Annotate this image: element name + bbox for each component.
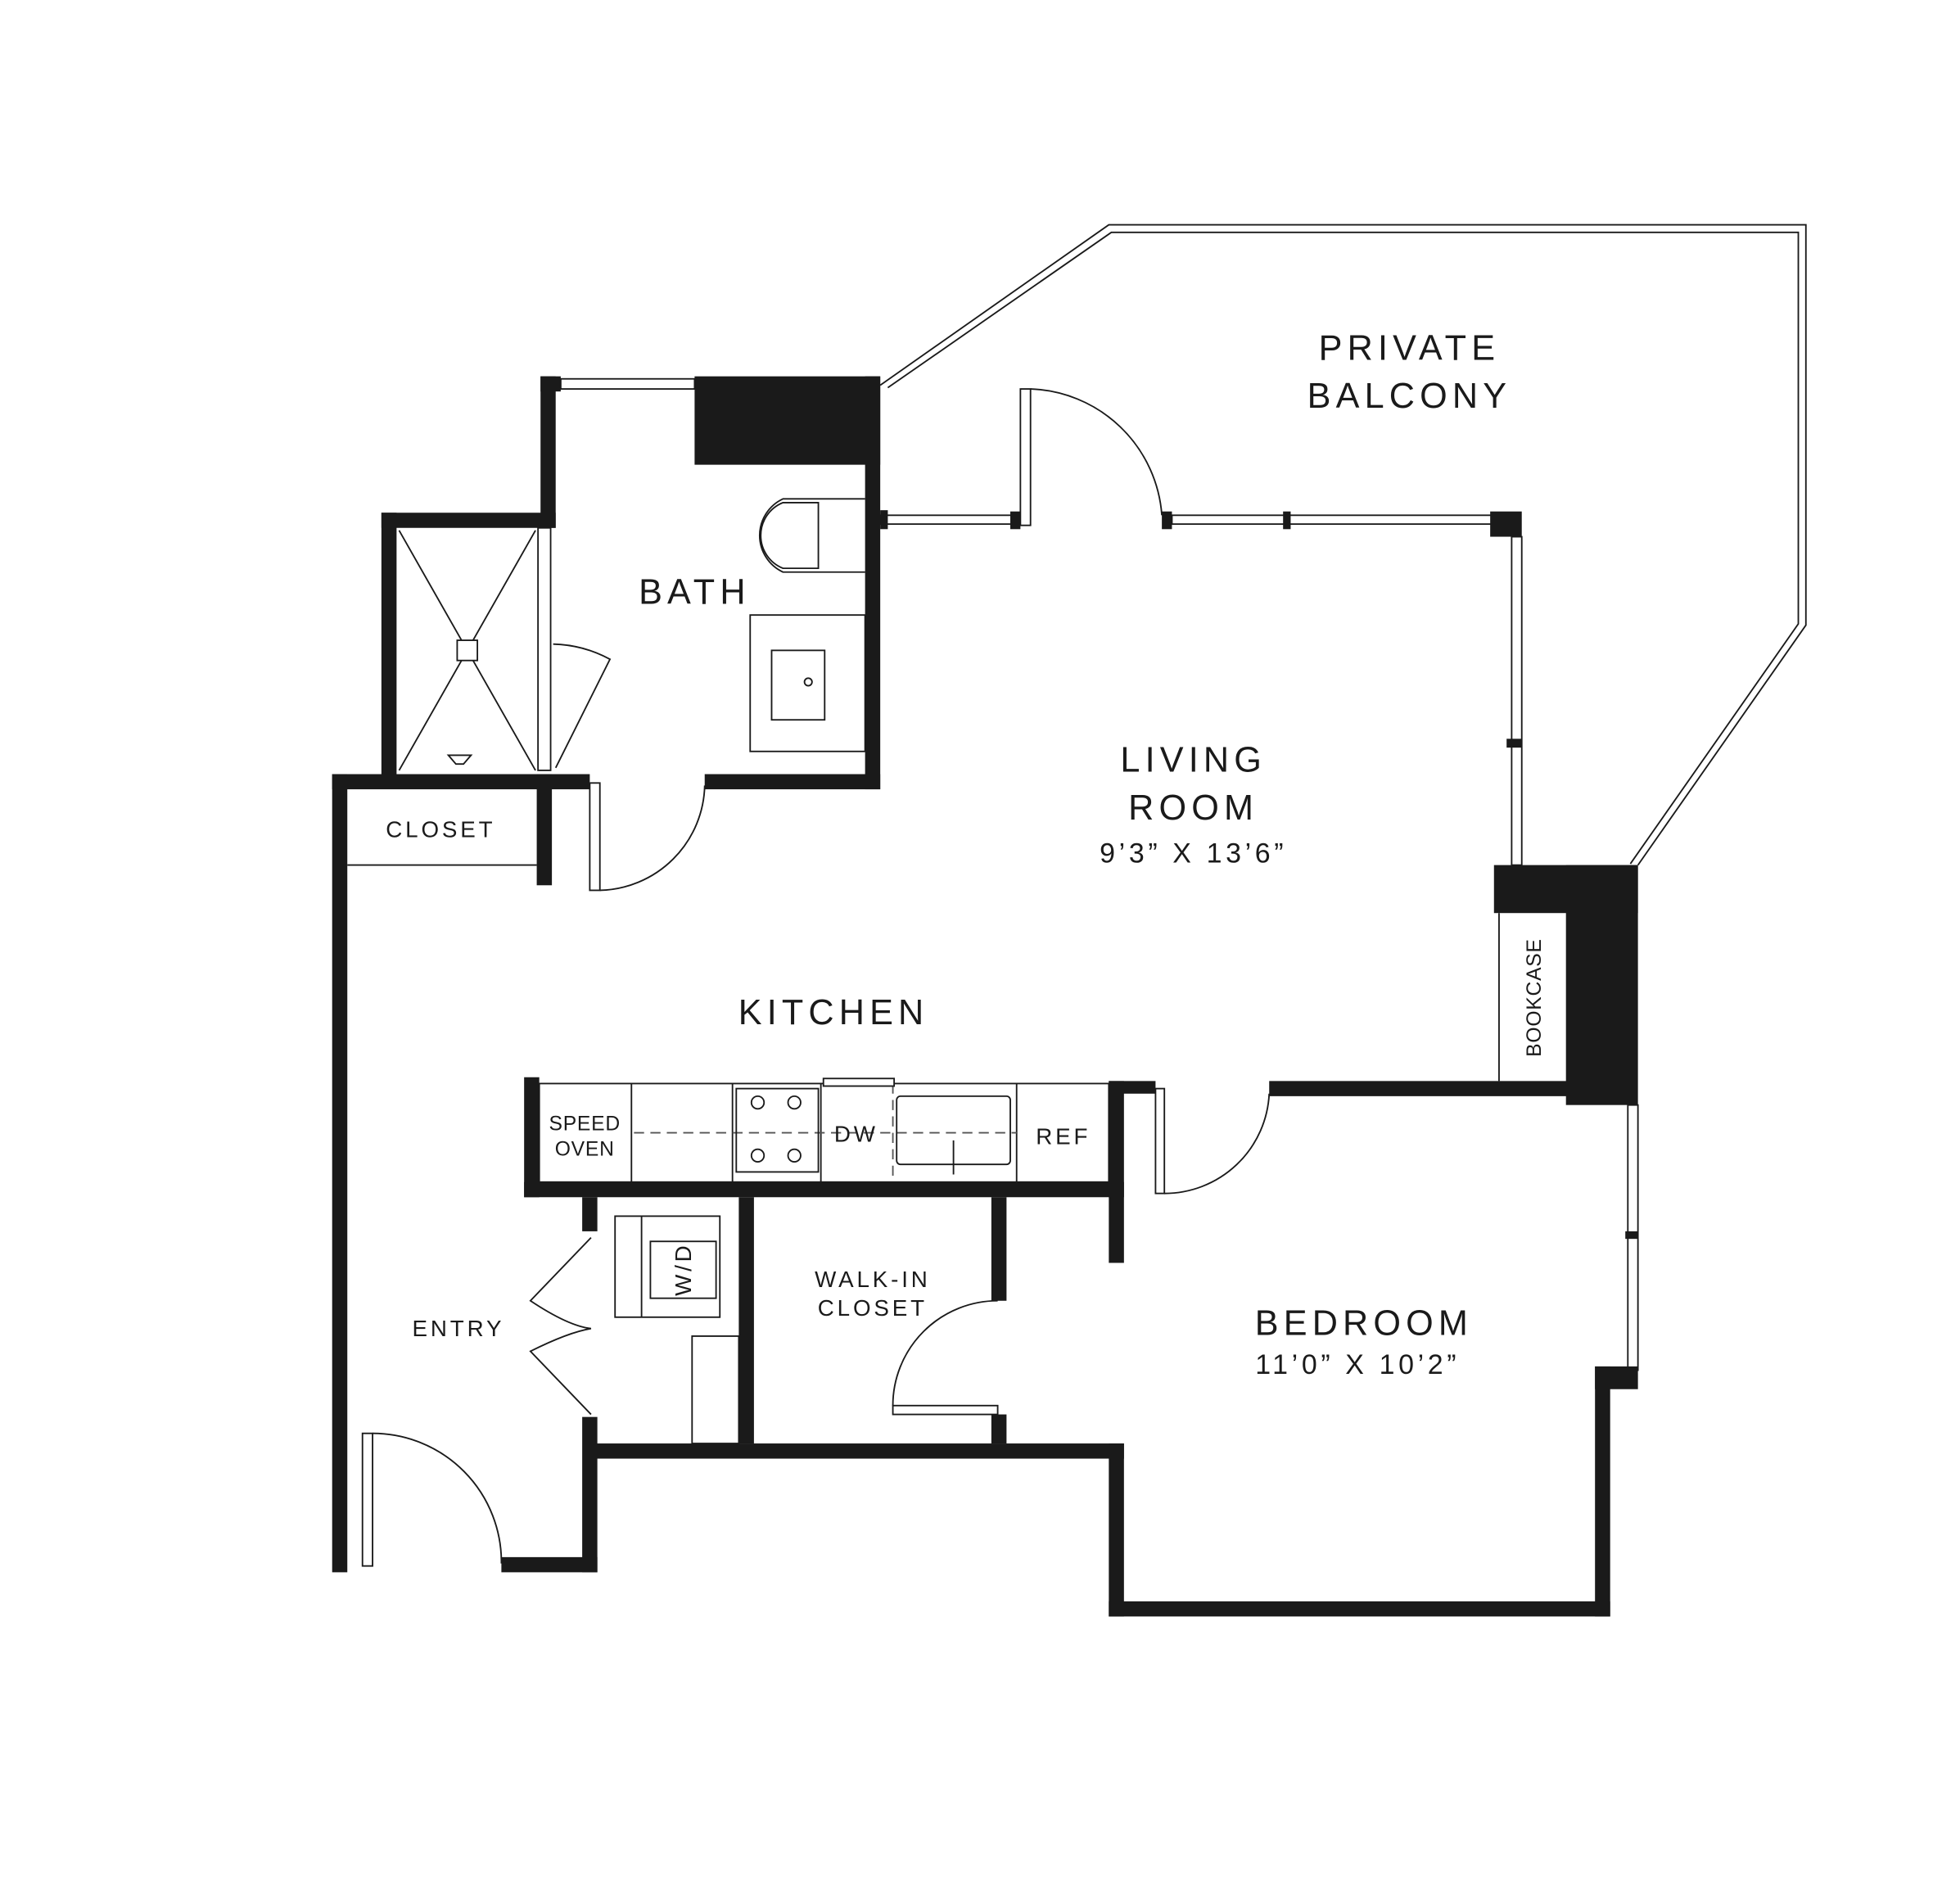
cooktop	[735, 1087, 820, 1173]
balcony-label-2: BALCONY	[1307, 377, 1512, 416]
living-label-2: ROOM	[1128, 788, 1258, 828]
living-door[interactable]	[1019, 388, 1032, 526]
shower	[398, 530, 536, 771]
shower-door[interactable]	[553, 643, 612, 769]
dishwasher-label: DW	[834, 1121, 878, 1146]
balcony-label-1: PRIVATE	[1319, 329, 1501, 368]
speed-oven-label-2: OVEN	[555, 1138, 615, 1160]
walls	[332, 376, 1638, 1617]
walkin-label-1: WALK-IN	[815, 1267, 931, 1292]
washer-dryer	[614, 1215, 721, 1318]
washer-dryer-label: W/D	[671, 1242, 696, 1296]
toilet	[758, 498, 865, 573]
entry-door[interactable]	[361, 1432, 373, 1567]
kitchen-label: KITCHEN	[738, 993, 929, 1032]
windows	[537, 377, 1639, 1371]
bath-label: BATH	[639, 572, 751, 612]
entry-label: ENTRY	[413, 1316, 505, 1341]
walkin-door[interactable]	[892, 1404, 999, 1416]
bedroom-door[interactable]	[1154, 1087, 1166, 1195]
laundry-shelf	[691, 1335, 740, 1444]
laundry-bifold-door[interactable]	[529, 1236, 592, 1416]
kitchen-counter	[538, 1077, 1110, 1183]
refrigerator-label: REF	[1036, 1123, 1091, 1149]
bedroom-label: BEDROOM	[1255, 1303, 1473, 1343]
balcony-railing	[879, 224, 1807, 866]
speed-oven-label-1: SPEED	[549, 1113, 620, 1136]
living-label-1: LIVING	[1120, 740, 1267, 779]
kitchen-sink	[896, 1095, 1011, 1175]
bath-door[interactable]	[589, 782, 601, 892]
walkin-label-2: CLOSET	[818, 1295, 928, 1321]
living-dims: 9’3” X 13’6”	[1100, 838, 1287, 869]
bath-vanity	[749, 614, 866, 752]
doors	[361, 388, 1271, 1567]
bedroom-dims: 11’0” X 10’2”	[1255, 1349, 1460, 1380]
closet-label: CLOSET	[386, 817, 495, 842]
bookcase-label: BOOKCASE	[1524, 938, 1546, 1057]
